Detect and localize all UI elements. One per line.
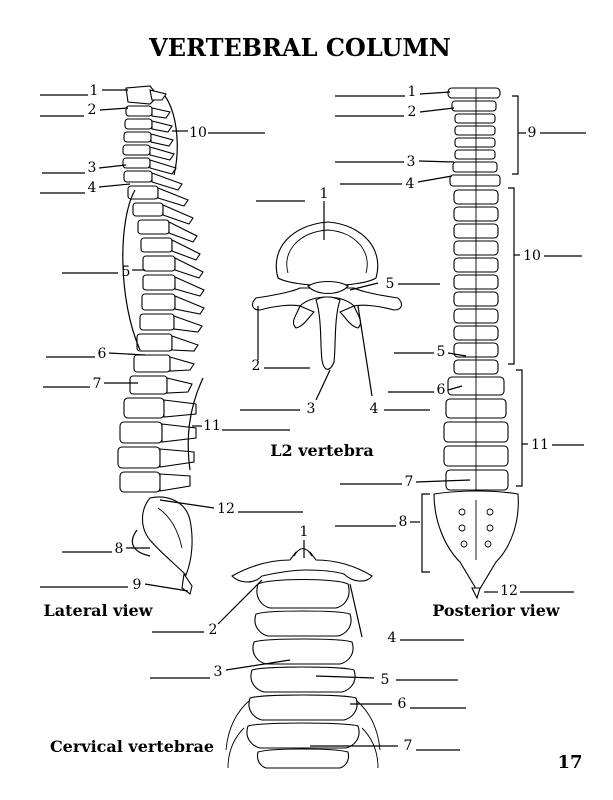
posterior-label-numbers: 1 2 3 4 5 6 7 8 9 10 11 12 — [399, 84, 549, 599]
lateral-label-4: 4 — [88, 180, 97, 196]
cervical-label-lines — [150, 540, 466, 751]
posterior-brackets — [421, 95, 523, 573]
bracket-thoracic-curve — [122, 189, 141, 351]
posterior-label-10: 10 — [523, 248, 541, 264]
lateral-label-6: 6 — [98, 346, 107, 362]
l2-vertebral-body — [275, 221, 379, 286]
lateral-label-lines — [40, 89, 303, 592]
l2-label-2: 2 — [252, 358, 261, 374]
bracket-lumbar-curve — [187, 377, 204, 471]
lateral-coccyx — [181, 572, 193, 595]
cervical-label-5: 5 — [381, 672, 390, 688]
cervical-label-2: 2 — [209, 622, 218, 638]
lateral-label-1: 1 — [90, 83, 99, 99]
posterior-label-4: 4 — [406, 176, 415, 192]
cervical-atlas — [231, 551, 373, 583]
cervical-vertebrae-caption: Cervical vertebrae — [50, 737, 214, 756]
lateral-label-numbers: 1 2 3 4 5 6 7 8 9 10 11 12 — [88, 83, 235, 593]
bracket-cervical-curve — [164, 95, 178, 176]
posterior-label-8: 8 — [399, 514, 408, 530]
sacral-foramina — [458, 500, 494, 560]
lateral-label-11: 11 — [203, 418, 221, 434]
posterior-label-7: 7 — [405, 474, 414, 490]
page-title: VERTEBRAL COLUMN — [148, 33, 451, 62]
l2-label-1: 1 — [320, 186, 329, 202]
posterior-label-1: 1 — [408, 84, 417, 100]
lateral-sacrum — [141, 496, 193, 576]
cervical-vertebral-bodies — [246, 578, 360, 769]
lateral-label-2: 2 — [88, 102, 97, 118]
posterior-label-5: 5 — [437, 344, 446, 360]
bracket-sacral-curve — [131, 529, 151, 557]
posterior-label-lines — [335, 91, 586, 593]
lateral-view-caption: Lateral view — [44, 601, 154, 620]
posterior-label-2: 2 — [408, 104, 417, 120]
lateral-label-3: 3 — [88, 160, 97, 176]
lateral-label-9: 9 — [133, 577, 142, 593]
cervical-label-3: 3 — [214, 664, 223, 680]
posterior-vertebrae — [443, 87, 509, 491]
lateral-label-5: 5 — [122, 264, 131, 280]
lateral-view-diagram: 1 2 3 4 5 6 7 8 9 10 11 12 Lateral view — [40, 83, 303, 620]
lateral-label-8: 8 — [115, 541, 124, 557]
posterior-label-12: 12 — [500, 583, 518, 599]
lateral-label-12: 12 — [217, 501, 235, 517]
cervical-vertebrae-diagram: 1 2 4 3 5 6 7 Cervical vertebrae — [50, 524, 466, 769]
cervical-label-7: 7 — [404, 738, 413, 754]
lateral-spinous-processes — [149, 89, 205, 492]
lateral-label-7: 7 — [93, 376, 102, 392]
l2-vertebra-diagram: 1 2 3 4 5 L2 vertebra — [240, 186, 440, 460]
l2-vertebra-caption: L2 vertebra — [270, 441, 373, 460]
cervical-label-1: 1 — [300, 524, 309, 540]
posterior-view-caption: Posterior view — [432, 601, 561, 620]
l2-label-4: 4 — [370, 401, 379, 417]
posterior-view-diagram: 1 2 3 4 5 6 7 8 9 10 11 12 Posterior vie… — [335, 84, 586, 620]
posterior-label-11: 11 — [531, 437, 549, 453]
posterior-label-3: 3 — [407, 154, 416, 170]
cervical-label-4: 4 — [388, 630, 397, 646]
l2-label-3: 3 — [307, 401, 316, 417]
l2-label-5: 5 — [386, 276, 395, 292]
posterior-label-9: 9 — [528, 125, 537, 141]
cervical-label-numbers: 1 2 4 3 5 6 7 — [209, 524, 413, 754]
page-number: 17 — [557, 752, 582, 773]
l2-spinous-process — [315, 296, 341, 370]
posterior-label-6: 6 — [437, 382, 446, 398]
lateral-label-10: 10 — [189, 125, 207, 141]
cervical-label-6: 6 — [398, 696, 407, 712]
posterior-coccyx — [471, 587, 481, 600]
